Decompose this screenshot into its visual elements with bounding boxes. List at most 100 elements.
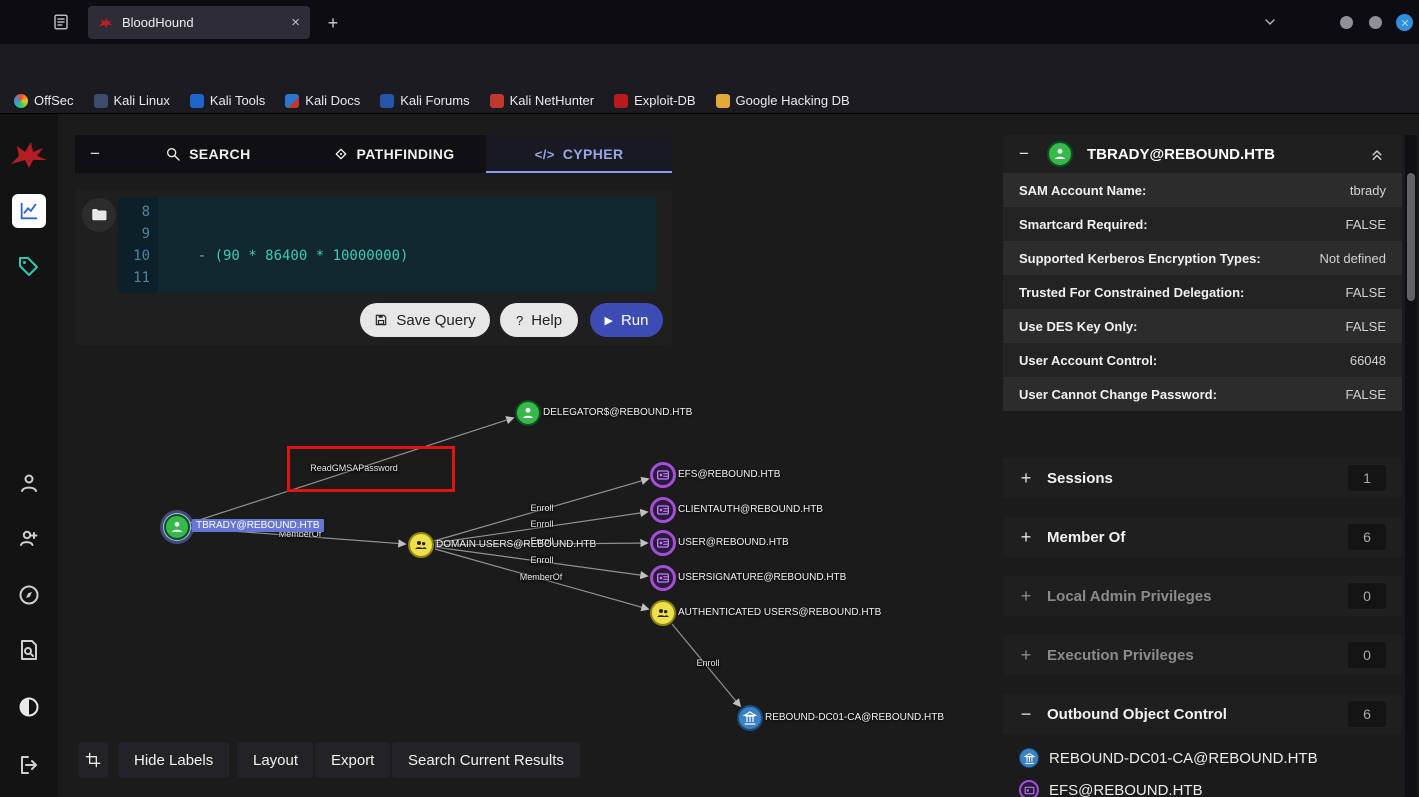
property-row: Use DES Key Only:FALSE xyxy=(1003,309,1402,343)
entity-info-panel: − TBRADY@REBOUND.HTB SAM Account Name:tb… xyxy=(1003,135,1402,797)
editor-line-numbers: 8 9 10 11 xyxy=(118,197,158,293)
bookmark-kali-linux[interactable]: Kali Linux xyxy=(93,93,170,108)
bookmark-kali-forums[interactable]: Kali Forums xyxy=(380,93,470,108)
collapse-icon[interactable]: − xyxy=(1020,703,1032,724)
sidebar-item-audit-log[interactable] xyxy=(17,638,41,662)
bookmark-google-hacking-db[interactable]: Google Hacking DB xyxy=(715,93,850,108)
user-avatar-icon xyxy=(1047,141,1073,167)
bookmark-offsec[interactable]: OffSec xyxy=(14,93,74,108)
graph-node-label: TBRADY@REBOUND.HTB xyxy=(192,519,324,532)
edge-label-memberof[interactable]: MemberOf xyxy=(519,572,563,582)
cert-template-node-icon xyxy=(650,530,676,556)
help-button[interactable]: ? Help xyxy=(500,303,578,337)
logout-icon[interactable] xyxy=(17,753,41,777)
group-node-icon xyxy=(408,532,434,558)
panel-scrollbar[interactable] xyxy=(1405,135,1417,797)
tab-close-icon[interactable]: × xyxy=(291,14,300,31)
saved-queries-button[interactable] xyxy=(82,198,116,232)
panel-scrollbar-thumb[interactable] xyxy=(1407,173,1415,301)
section-local-admin-privileges[interactable]: + Local Admin Privileges 0 xyxy=(1003,576,1402,616)
window-minimize-button[interactable] xyxy=(1340,16,1353,29)
tab-search[interactable]: SEARCH xyxy=(115,135,301,173)
save-icon xyxy=(374,313,388,327)
tab-list-chevron-icon[interactable] xyxy=(1262,14,1278,30)
browser-titlebar: BloodHound × + xyxy=(0,0,1419,44)
edge-label-enroll[interactable]: Enroll xyxy=(530,555,554,565)
graph-node-label: REBOUND-DC01-CA@REBOUND.HTB xyxy=(765,712,945,723)
tab-title: BloodHound xyxy=(122,15,194,30)
bookmark-exploit-db[interactable]: Exploit-DB xyxy=(614,93,696,108)
tab-pathfinding[interactable]: PATHFINDING xyxy=(301,135,487,173)
edge-label-enroll[interactable]: Enroll xyxy=(696,658,720,668)
export-button[interactable]: Export xyxy=(315,742,391,778)
sidebar-item-theme-toggle[interactable] xyxy=(17,695,41,719)
bookmark-kali-nethunter[interactable]: Kali NetHunter xyxy=(489,93,594,108)
edge-label-readgmsapassword[interactable]: ReadGMSAPassword xyxy=(310,463,398,473)
cert-authority-node-icon xyxy=(737,705,763,731)
edge-label-enroll[interactable]: Enroll xyxy=(530,536,554,546)
collapse-panel-button[interactable]: − xyxy=(1019,144,1029,163)
bookmark-kali-tools[interactable]: Kali Tools xyxy=(189,93,265,108)
sidebar-item-explore[interactable] xyxy=(12,194,46,228)
browser-tab[interactable]: BloodHound × xyxy=(88,6,310,39)
count-badge: 0 xyxy=(1348,642,1386,668)
play-icon: ▶ xyxy=(604,314,613,327)
collapse-all-chevron-icon[interactable] xyxy=(1368,145,1386,163)
graph-canvas[interactable]: ReadGMSAPassword MemberOf Enroll Enroll … xyxy=(58,114,1003,797)
run-button[interactable]: ▶ Run xyxy=(590,303,663,337)
crop-icon xyxy=(85,752,101,768)
kali-linux-icon xyxy=(93,93,108,108)
edge-label-enroll[interactable]: Enroll xyxy=(530,519,554,529)
collapse-search-panel-button[interactable]: − xyxy=(90,144,100,163)
pathfinding-icon xyxy=(333,146,349,162)
cert-template-icon xyxy=(1019,780,1039,797)
new-tab-button[interactable]: + xyxy=(327,12,339,33)
save-query-button[interactable]: Save Query xyxy=(360,303,490,337)
expand-icon[interactable]: + xyxy=(1020,467,1032,488)
cert-authority-icon xyxy=(1019,748,1039,768)
count-badge: 1 xyxy=(1348,465,1386,491)
search-current-results-button[interactable]: Search Current Results xyxy=(392,742,580,778)
cert-template-node-icon xyxy=(650,497,676,523)
cypher-editor[interactable]: 8 9 10 11 - (90 * 86400 * 10000000) ) RE… xyxy=(118,197,657,293)
layout-button[interactable]: Layout xyxy=(237,742,315,778)
expand-icon[interactable]: + xyxy=(1020,585,1032,606)
expand-icon[interactable]: + xyxy=(1020,526,1032,547)
window-maximize-button[interactable] xyxy=(1369,16,1382,29)
ghdb-icon xyxy=(715,93,730,108)
tab-cypher[interactable]: </> CYPHER xyxy=(486,135,673,173)
graph-node-label: AUTHENTICATED USERS@REBOUND.HTB xyxy=(678,607,882,618)
sidebar-item-labels[interactable] xyxy=(17,254,41,278)
count-badge: 6 xyxy=(1348,524,1386,550)
sidebar-item-user[interactable] xyxy=(17,471,41,495)
query-buttons: Save Query ? Help ▶ Run xyxy=(75,303,672,337)
outbound-item-efs[interactable]: EFS@REBOUND.HTB xyxy=(1003,774,1402,797)
property-row: User Cannot Change Password:FALSE xyxy=(1003,377,1402,411)
bookmark-kali-docs[interactable]: Kali Docs xyxy=(285,93,360,108)
app-sidebar xyxy=(0,114,58,797)
section-execution-privileges[interactable]: + Execution Privileges 0 xyxy=(1003,635,1402,675)
section-member-of[interactable]: + Member Of 6 xyxy=(1003,517,1402,557)
sidebar-item-group-management[interactable] xyxy=(17,526,41,550)
section-sessions[interactable]: + Sessions 1 xyxy=(1003,458,1402,498)
firefox-view-icon[interactable] xyxy=(52,13,70,31)
window-close-button[interactable] xyxy=(1396,14,1413,31)
group-node-icon xyxy=(650,600,676,626)
edge-label-memberof[interactable]: MemberOf xyxy=(278,529,322,539)
hide-labels-button[interactable]: Hide Labels xyxy=(118,742,230,778)
outbound-item-rebound-dc01-ca[interactable]: REBOUND-DC01-CA@REBOUND.HTB xyxy=(1003,742,1402,774)
offsec-icon xyxy=(14,93,28,108)
cert-template-node-icon xyxy=(650,565,676,591)
bloodhound-logo-icon xyxy=(9,138,49,170)
browser-navbar: ← → ↻ 127.0.0.1:8080/ui/explore?primaryS… xyxy=(0,44,1419,126)
section-outbound-object-control[interactable]: − Outbound Object Control 6 xyxy=(1003,694,1402,734)
property-row: Smartcard Required:FALSE xyxy=(1003,207,1402,241)
fit-graph-button[interactable] xyxy=(78,742,108,778)
edge-label-enroll[interactable]: Enroll xyxy=(530,503,554,513)
kali-nethunter-icon xyxy=(489,93,504,108)
expand-icon[interactable]: + xyxy=(1020,644,1032,665)
graph-node-label: DOMAIN USERS@REBOUND.HTB xyxy=(436,539,597,550)
bloodhound-app: − SEARCH PATHFINDING </> CYPHER xyxy=(0,114,1419,797)
sidebar-item-compass[interactable] xyxy=(17,583,41,607)
